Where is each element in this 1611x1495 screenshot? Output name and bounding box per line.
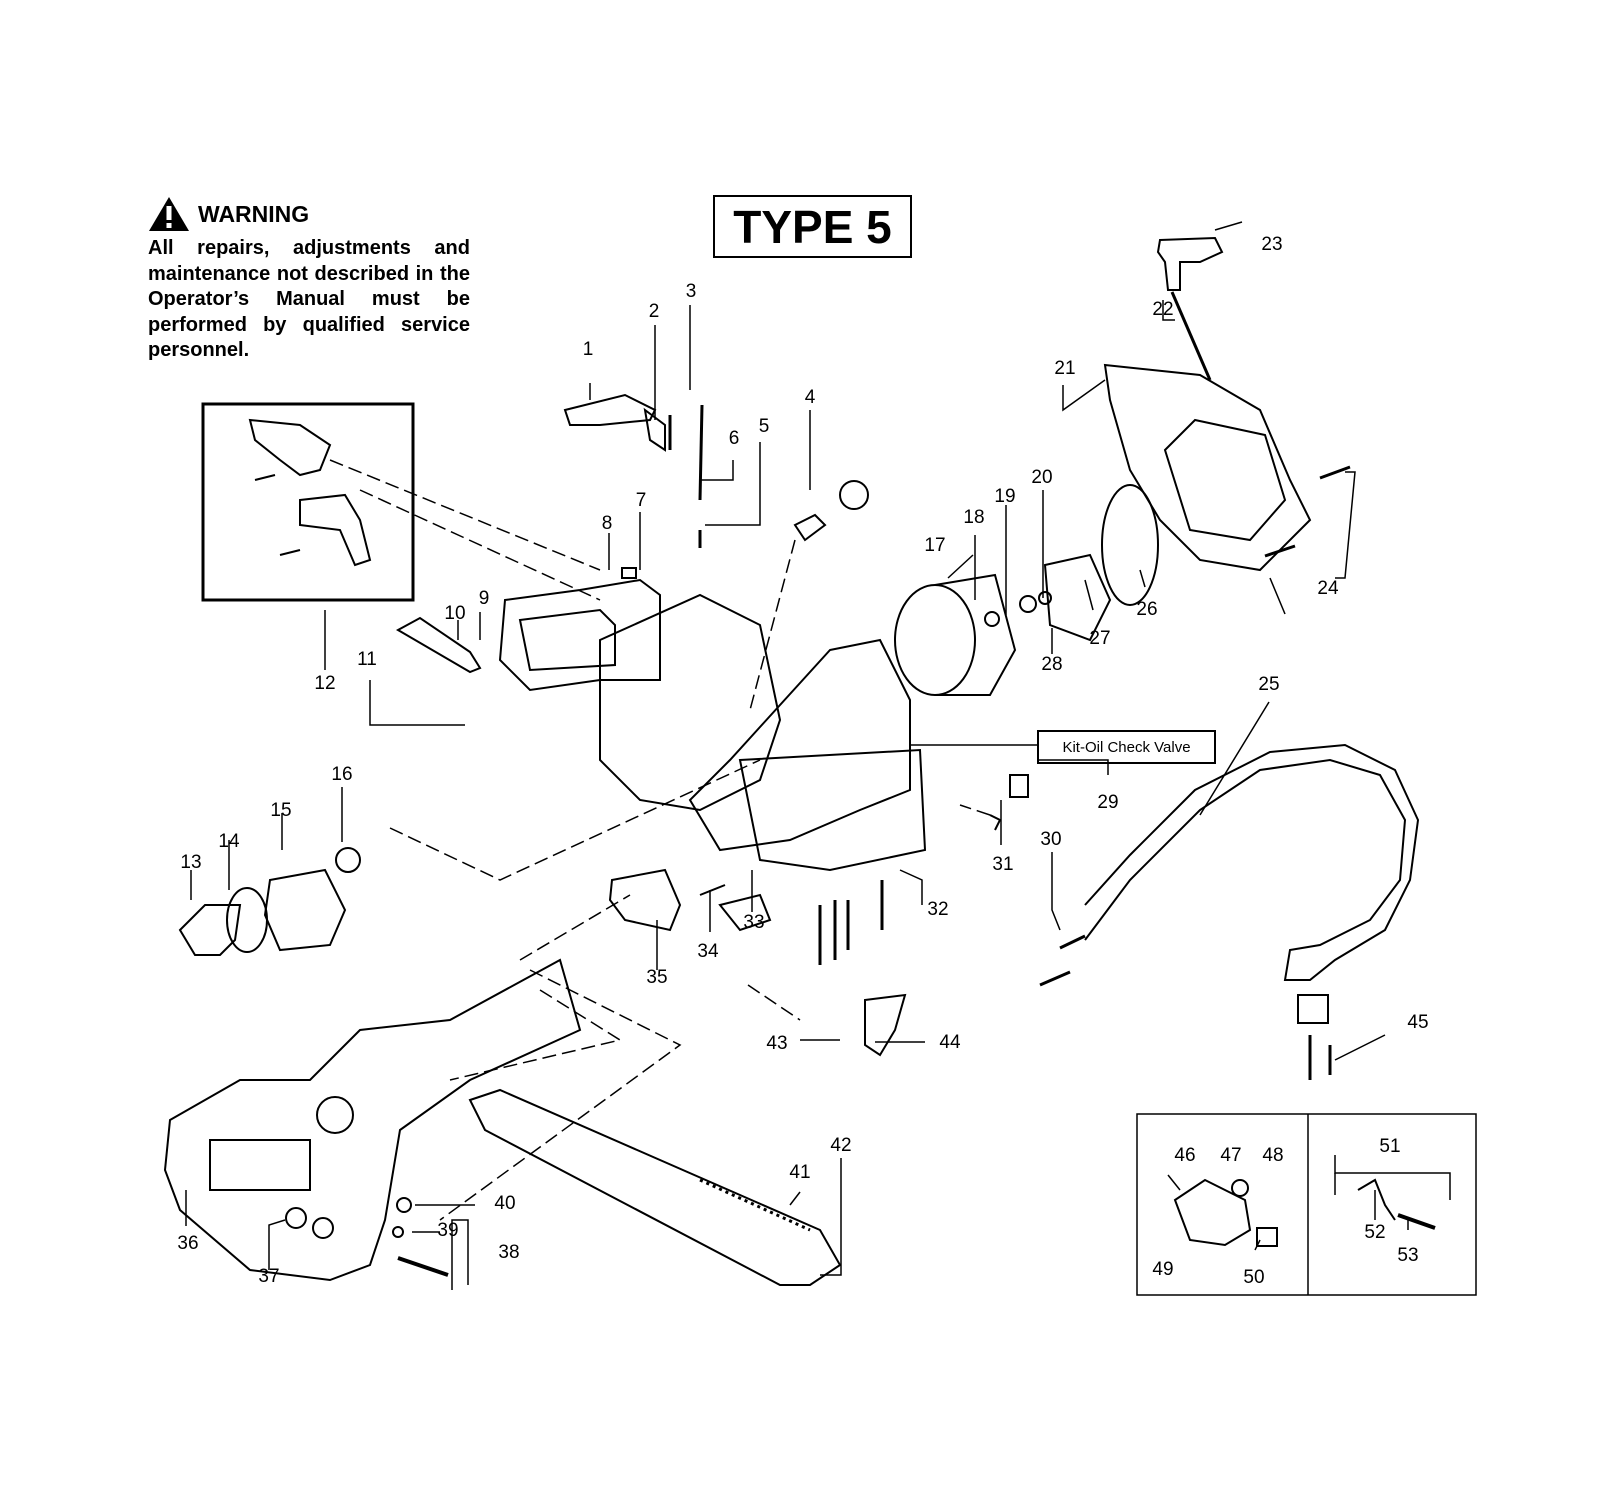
part-number-33: 33 [743,912,764,933]
part-number-19: 19 [994,486,1015,507]
part-number-28: 28 [1041,654,1062,675]
part-number-34: 34 [697,941,719,962]
part-labels: 1234567891011121314151617181920212223242… [177,234,1428,1288]
part-number-13: 13 [180,852,201,873]
part-number-53: 53 [1397,1245,1418,1266]
part-number-18: 18 [963,507,984,528]
part-number-23: 23 [1261,234,1282,255]
warning-heading: WARNING [148,196,470,232]
type-label: TYPE 5 [713,195,912,258]
part-number-9: 9 [479,588,490,609]
part-number-11: 11 [357,649,377,670]
part-number-32: 32 [927,899,948,920]
part-number-12: 12 [314,673,335,694]
part-number-17: 17 [924,535,945,556]
part-number-31: 31 [992,854,1013,875]
part-number-27: 27 [1089,628,1110,649]
part-number-1: 1 [583,339,594,360]
warning-triangle-icon [149,197,189,231]
part-number-37: 37 [258,1266,279,1287]
leader-lines [185,221,1451,1290]
part-number-49: 49 [1152,1259,1173,1280]
part-number-38: 38 [498,1242,519,1263]
part-number-36: 36 [177,1233,198,1254]
warning-text: All repairs, adjustments and maintenance… [148,237,470,361]
part-number-20: 20 [1031,467,1052,488]
part-number-7: 7 [636,490,647,511]
part-number-42: 42 [830,1135,851,1156]
warning-title: WARNING [198,200,310,227]
part-number-10: 10 [444,603,465,624]
part-number-41: 41 [789,1162,810,1183]
part-number-21: 21 [1054,358,1075,379]
part-number-22: 22 [1152,299,1173,320]
part-number-47: 47 [1220,1145,1241,1166]
part-number-39: 39 [437,1220,458,1241]
part-number-29: 29 [1097,792,1118,813]
part-number-45: 45 [1407,1012,1428,1033]
part-number-51: 51 [1379,1136,1400,1157]
part-number-35: 35 [646,967,667,988]
part-number-6: 6 [729,428,740,449]
part-number-5: 5 [759,416,770,437]
parts-drawing [163,236,1477,1296]
kit-oil-check-valve-label: Kit-Oil Check Valve [1037,730,1216,764]
part-number-40: 40 [494,1193,515,1214]
part-number-26: 26 [1136,599,1157,620]
part-number-43: 43 [766,1033,787,1054]
warning-block: WARNING All repairs, adjustments and mai… [148,196,470,364]
part-number-50: 50 [1243,1267,1264,1288]
part-number-15: 15 [270,800,291,821]
part-number-30: 30 [1040,829,1061,850]
part-number-16: 16 [331,764,352,785]
part-number-4: 4 [805,387,816,408]
part-number-52: 52 [1364,1222,1385,1243]
part-number-14: 14 [218,831,240,852]
part-number-2: 2 [649,301,660,322]
part-number-48: 48 [1262,1145,1283,1166]
part-number-44: 44 [939,1032,961,1053]
part-number-3: 3 [686,281,697,302]
part-number-46: 46 [1174,1145,1195,1166]
part-number-25: 25 [1258,674,1279,695]
assembly-paths [329,459,991,1221]
part-number-8: 8 [602,513,613,534]
part-number-24: 24 [1317,578,1339,599]
